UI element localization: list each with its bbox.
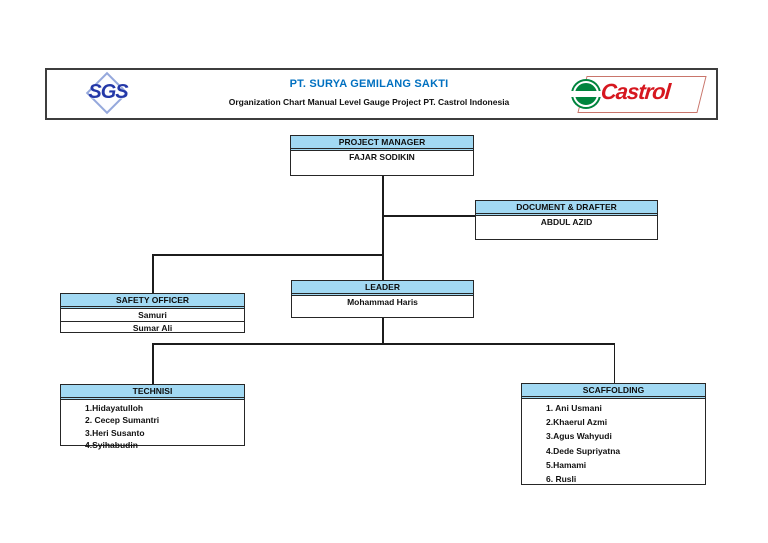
sgs-logo-text: SGS [88,81,128,103]
castrol-logo-icon: Castrol [570,75,710,115]
connector-to-technisi [152,343,154,384]
member-name: 3.Agus Wahyudi [546,431,612,442]
connector-to-document [382,215,476,217]
box-technisi: TECHNISI 1.Hidayatulloh 2. Cecep Sumantr… [60,384,245,450]
header-banner: SGS PT. SURYA GEMILANG SAKTI Organizatio… [45,68,718,120]
member-name: Mohammad Haris [347,297,418,307]
box-leader: LEADER Mohammad Haris [291,280,474,318]
castrol-logo-text: Castrol [599,79,671,104]
member-name: Sumar Ali [132,323,173,333]
connector-to-scaffolding [613,343,615,383]
member-list: 1. Ani Usmani 2.Khaerul Azmi 3.Agus Wahy… [522,399,705,486]
box-title: SCAFFOLDING [522,384,705,399]
castrol-circle-band [571,91,601,97]
box-title: SAFETY OFFICER [61,294,244,309]
connector-pm-to-leader [382,176,384,280]
box-title: TECHNISI [61,385,244,400]
connector-leader-down [382,318,384,344]
box-title: PROJECT MANAGER [291,136,473,151]
header-titles: PT. SURYA GEMILANG SAKTI Organization Ch… [187,78,551,107]
box-title: DOCUMENT & DRAFTER [476,201,657,216]
member-name: Samuri [61,309,244,322]
sgs-logo-icon: SGS [77,71,139,115]
member-name: 3.Heri Susanto [85,427,145,438]
member-name: 1. Ani Usmani [546,403,602,413]
member-name: 4.Dede Supriyatna [546,445,621,456]
member-name: 6. Rusli [546,474,577,485]
connector-to-safety-v [152,254,154,293]
connector-bottom-branch [152,343,615,345]
member-name: 1.Hidayatulloh [85,403,144,413]
member-name: 4.Syihabudin [85,440,138,451]
member-name: 5.Hamami [546,459,587,470]
member-name: FAJAR SODIKIN [349,152,415,162]
box-project-manager: PROJECT MANAGER FAJAR SODIKIN [290,135,474,176]
member-name: 2. Cecep Sumantri [85,415,160,426]
document-subtitle: Organization Chart Manual Level Gauge Pr… [228,97,510,107]
member-list: 1.Hidayatulloh 2. Cecep Sumantri 3.Heri … [61,400,244,452]
member-name: ABDUL AZID [540,217,593,227]
box-document-drafter: DOCUMENT & DRAFTER ABDUL AZID [475,200,658,240]
connector-to-safety-h [152,254,383,256]
castrol-circle-icon [571,79,601,109]
box-safety-officer: SAFETY OFFICER Samuri Sumar Ali [60,293,245,333]
company-title: PT. SURYA GEMILANG SAKTI [289,78,449,90]
box-title: LEADER [292,281,473,296]
box-scaffolding: SCAFFOLDING 1. Ani Usmani 2.Khaerul Azmi… [521,383,706,485]
member-name: 2.Khaerul Azmi [546,417,608,428]
